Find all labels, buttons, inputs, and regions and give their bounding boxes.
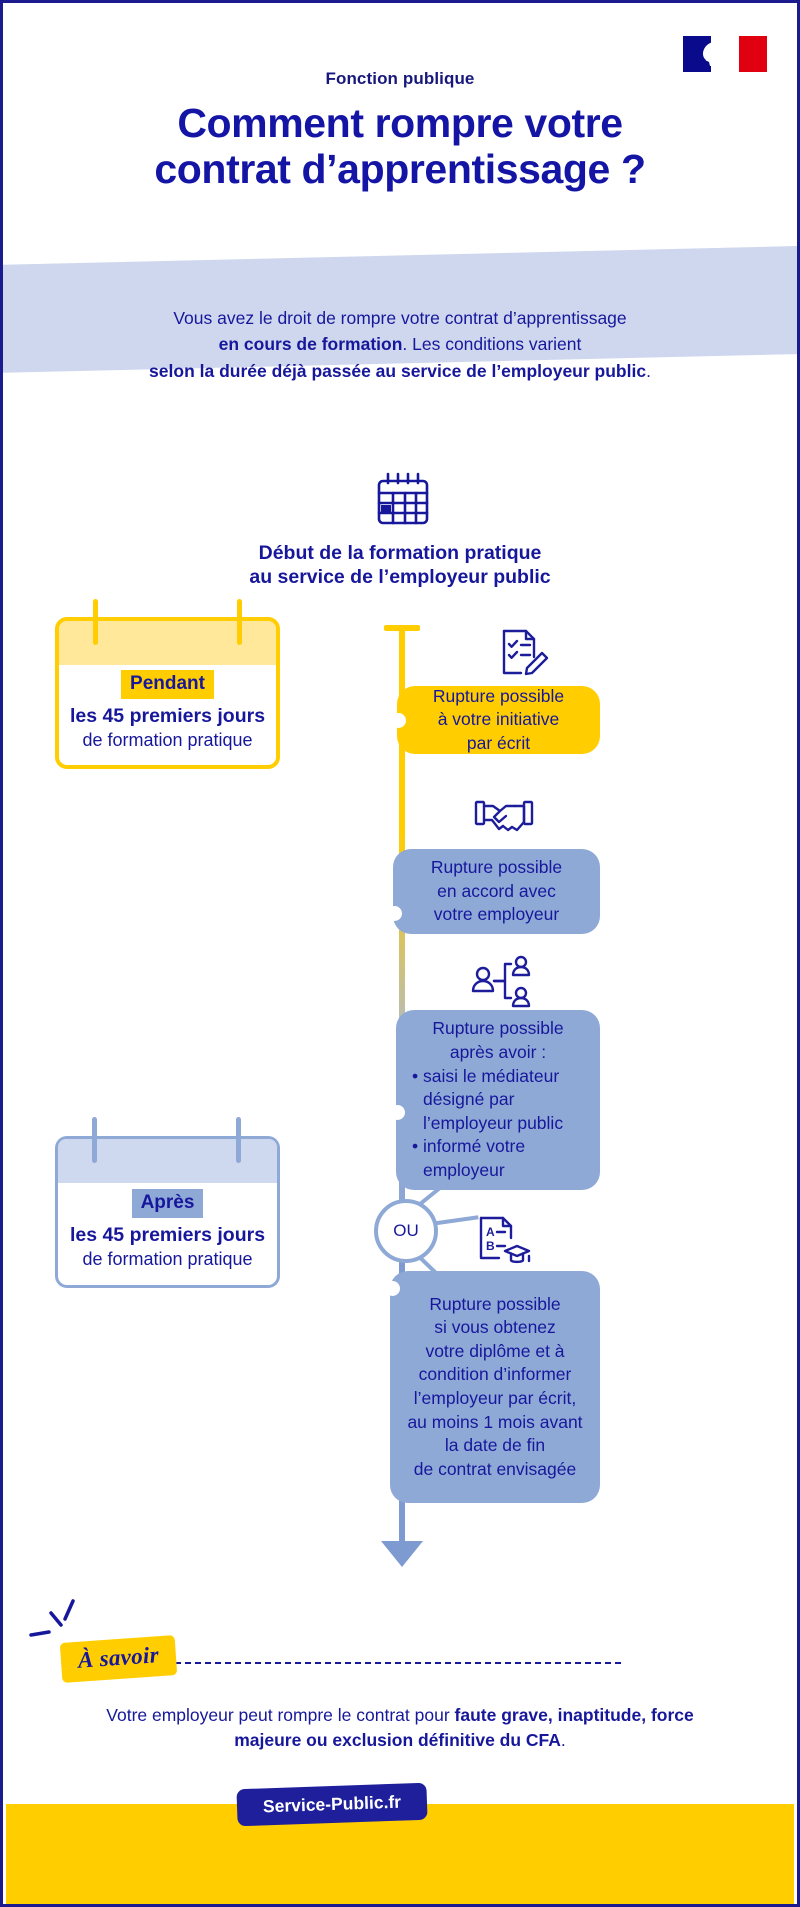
handshake-icon: [473, 793, 535, 841]
french-republic-flag-icon: [683, 36, 767, 72]
calendar-icon: [371, 469, 435, 533]
outcome-text: Rupture possible à votre initiative par …: [433, 685, 564, 756]
outcome-line: Rupture possible: [430, 857, 563, 878]
milestone-line1: Début de la formation pratique: [258, 542, 542, 564]
period-line1: les 45 premiers jours: [69, 1223, 266, 1246]
calendar-rings: [58, 1117, 277, 1163]
timeline-top-cap: [384, 625, 420, 631]
outcome-line: Rupture possible: [432, 1018, 564, 1039]
calendar-rings: [59, 599, 276, 645]
outcome-line: par écrit: [466, 732, 531, 753]
ou-label: OU: [393, 1221, 419, 1240]
connector-dot: [385, 1281, 400, 1296]
intro-text: Vous avez le droit de rompre votre contr…: [3, 305, 797, 384]
outcome-line: si vous obtenez: [434, 1317, 556, 1338]
svg-text:B: B: [486, 1239, 495, 1253]
connector-dot: [390, 1105, 405, 1120]
outcome-line: la date de fin: [444, 1435, 546, 1456]
page-title-line1: Comment rompre votre: [177, 100, 623, 146]
period-card-body: Après les 45 premiers jours de formation…: [58, 1183, 277, 1283]
outcome-card-initiative: Rupture possible à votre initiative par …: [391, 685, 600, 756]
flag-red-stripe: [739, 36, 767, 72]
savoir-text: Votre employeur peut rompre le contrat p…: [73, 1703, 727, 1753]
period-line2: de formation pratique: [82, 1248, 253, 1269]
checklist-pencil-icon: [496, 627, 550, 683]
outcome-bullet: • informé votre employeur: [412, 1136, 526, 1181]
connector-dot: [387, 906, 402, 921]
outcome-text: Rupture possible après avoir : • saisi l…: [412, 1017, 584, 1182]
period-card-pendant: Pendant les 45 premiers jours de formati…: [55, 599, 280, 769]
sparkle-icon: [29, 1599, 75, 1637]
outcome-text: Rupture possible en accord avec votre em…: [431, 856, 562, 927]
marianne-profile-icon: [703, 42, 724, 66]
calendar-band: [59, 621, 276, 665]
page-title-line2: contrat d’apprentissage ?: [154, 145, 646, 192]
outcome-line: à votre initiative: [437, 709, 560, 730]
outcome-card-accord: Rupture possible en accord avec votre em…: [387, 849, 600, 934]
outcome-line: au moins 1 mois avant: [407, 1411, 583, 1432]
outcome-line: votre diplôme et à: [425, 1340, 565, 1361]
savoir-divider: [175, 1662, 621, 1664]
outcome-line: Rupture possible: [429, 1293, 561, 1314]
service-public-logo[interactable]: Service-Public.fr: [236, 1782, 428, 1827]
period-card-body: Pendant les 45 premiers jours de formati…: [59, 665, 276, 763]
flag-white-stripe: [703, 36, 739, 72]
outcome-card-mediateur: Rupture possible après avoir : • saisi l…: [390, 1010, 600, 1190]
outcome-card-diplome: Rupture possible si vous obtenez votre d…: [385, 1271, 600, 1503]
diploma-graduation-icon: A B: [475, 1215, 531, 1267]
kicker-label: Fonction publique: [325, 69, 475, 88]
intro-line-3: selon la durée déjà passée au service de…: [149, 360, 651, 381]
savoir-text-bold: faute grave, inaptitude, force majeure o…: [234, 1705, 694, 1750]
outcome-line: votre employeur: [433, 904, 560, 925]
milestone-line2: au service de l’employeur public: [249, 566, 551, 589]
savoir-text-normal: Votre employeur peut rompre le contrat p…: [106, 1705, 455, 1725]
outcome-line: après avoir :: [449, 1041, 547, 1062]
outcome-line: l’employeur par écrit,: [413, 1388, 577, 1408]
milestone-label: Début de la formation pratique au servic…: [143, 541, 657, 590]
savoir-text-end: .: [560, 1729, 566, 1750]
outcome-line: condition d’informer: [418, 1364, 572, 1385]
connector-dot: [391, 713, 406, 728]
calendar-band: [58, 1139, 277, 1183]
period-chip-pendant: Pendant: [121, 670, 214, 699]
period-line1: les 45 premiers jours: [69, 704, 266, 727]
outcome-line: Rupture possible: [432, 685, 565, 706]
footer-band: [6, 1804, 794, 1904]
outcome-bullet: • saisi le médiateur désigné par l’emplo…: [412, 1065, 564, 1133]
mediation-people-icon: [469, 953, 535, 1009]
period-line2: de formation pratique: [82, 729, 253, 750]
intro-line-2: en cours de formation. Les conditions va…: [218, 334, 582, 355]
savoir-chip: À savoir: [59, 1635, 178, 1683]
outcome-text: Rupture possible si vous obtenez votre d…: [407, 1293, 582, 1482]
timeline-arrow-icon: [381, 1541, 423, 1567]
period-chip-apres: Après: [131, 1189, 204, 1218]
page-title: Comment rompre votre contrat d’apprentis…: [3, 100, 797, 193]
outcome-line: de contrat envisagée: [413, 1458, 577, 1479]
ou-junction-node: OU: [374, 1199, 438, 1263]
svg-text:A: A: [486, 1225, 495, 1239]
outcome-bullets: • saisi le médiateur désigné par l’emplo…: [412, 1065, 584, 1183]
intro-line-1: Vous avez le droit de rompre votre contr…: [173, 308, 627, 328]
period-card-apres: Après les 45 premiers jours de formation…: [55, 1117, 280, 1288]
outcome-line: en accord avec: [437, 880, 556, 901]
logo-label: Service-Public.fr: [262, 1791, 402, 1817]
